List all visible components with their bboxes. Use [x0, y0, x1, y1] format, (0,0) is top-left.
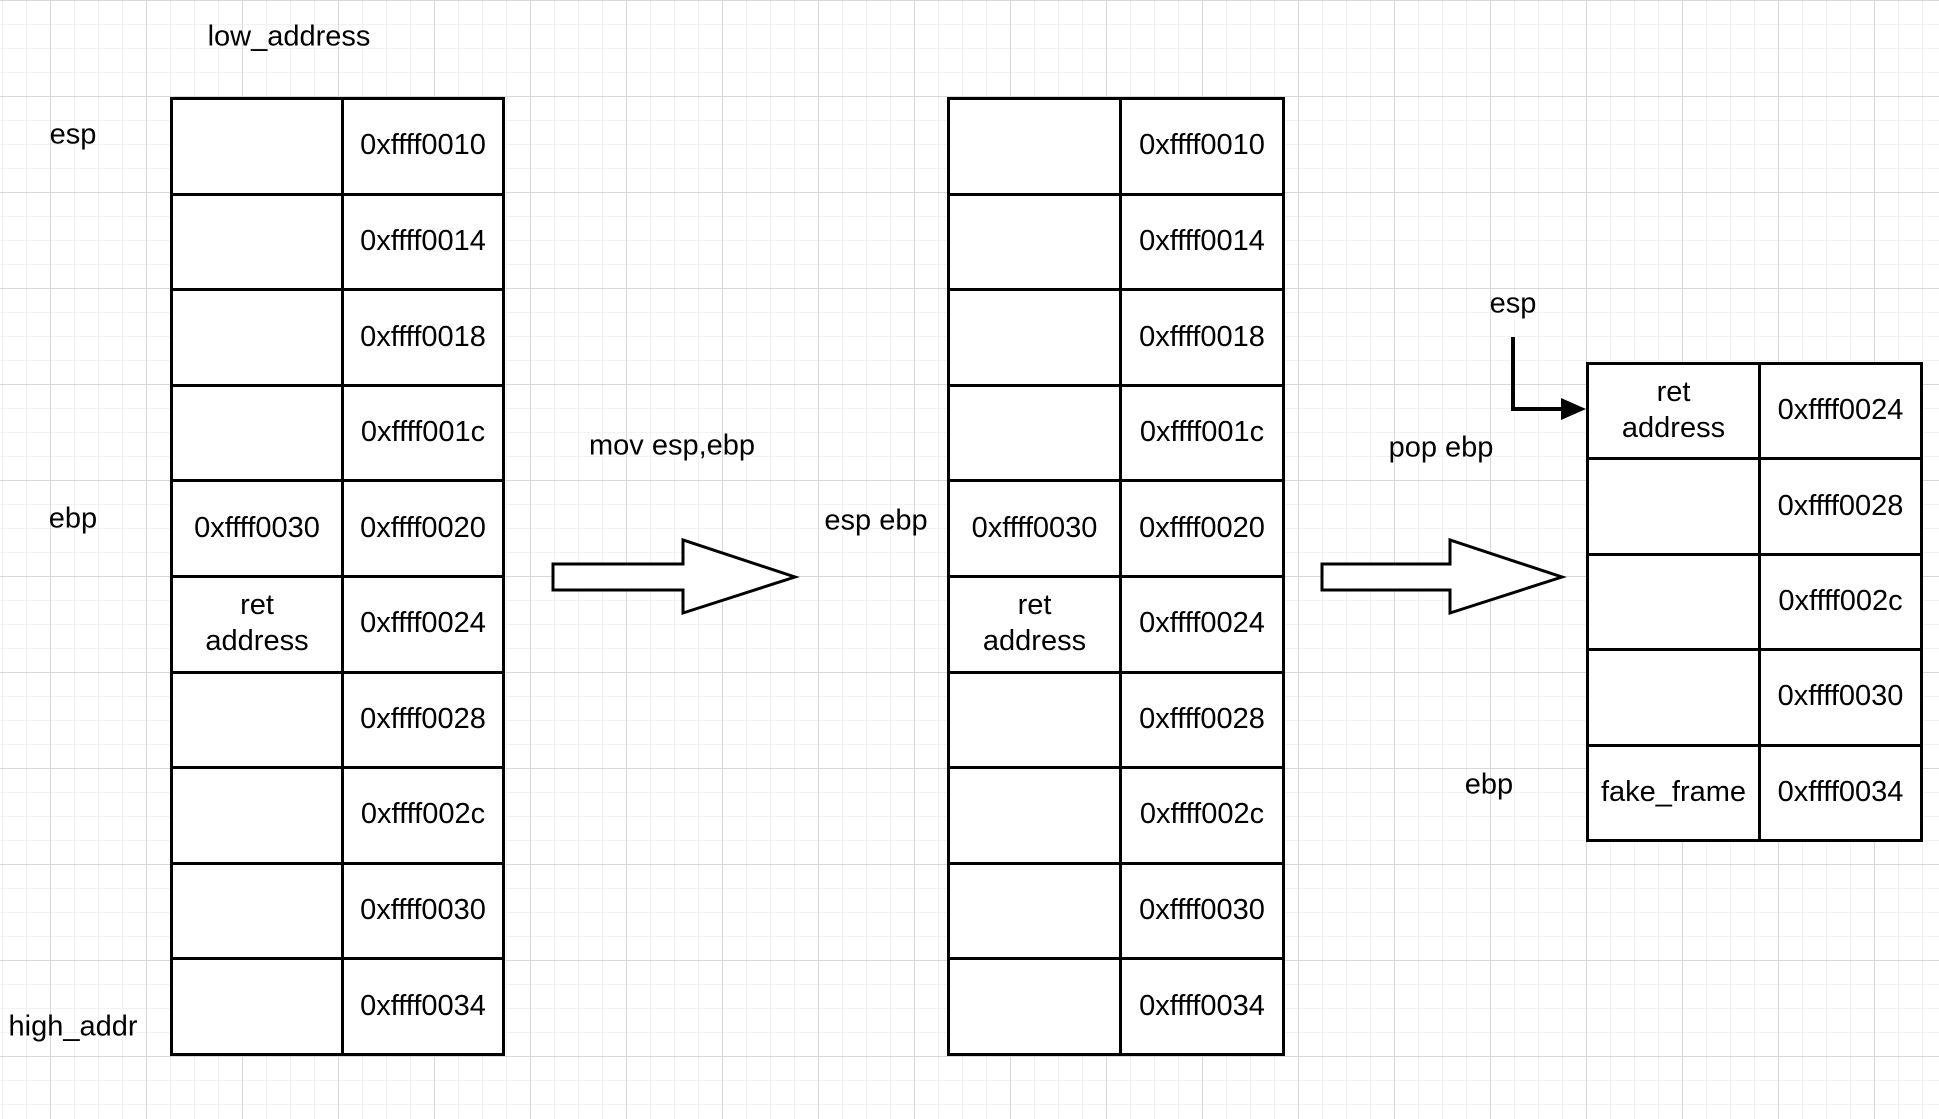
- stack-row: 0xffff002c: [1589, 552, 1920, 649]
- stack-cell-value: [173, 769, 341, 862]
- stack-cell-value: [950, 291, 1119, 384]
- stack-row: 0xffff001c: [173, 383, 502, 480]
- stack-row: 0xffff0030 0xffff0020: [950, 479, 1282, 575]
- stack-cell-value: [950, 769, 1119, 862]
- stack-cell-address: 0xffff002c: [1119, 769, 1282, 862]
- stack-cell-value: [950, 100, 1119, 193]
- mov-arrow-icon: [551, 537, 800, 616]
- stack-cell-address: 0xffff0034: [341, 960, 502, 1053]
- stack-row: ret address 0xffff0024: [173, 574, 502, 671]
- ebp-register-label-left: ebp: [48, 502, 98, 535]
- stack-cell-address: 0xffff0018: [1119, 291, 1282, 384]
- stack-row: 0xffff0030: [950, 861, 1282, 958]
- stack-cell-value: ret address: [1621, 376, 1726, 445]
- stack-cell-address: 0xffff0010: [1119, 100, 1282, 193]
- stack-cell-value: [1589, 556, 1758, 648]
- mov-instruction-label: mov esp,ebp: [588, 429, 756, 462]
- stack-row: ret address 0xffff0024: [950, 574, 1282, 671]
- stack-cell-value: [173, 960, 341, 1053]
- stack-row: 0xffff0018: [173, 288, 502, 384]
- stack-table-initial: 0xffff0010 0xffff0014 0xffff0018 0xffff0…: [170, 97, 505, 1056]
- stack-cell-address: 0xffff0028: [1119, 673, 1282, 767]
- stack-cell-value: [950, 196, 1119, 289]
- stack-row: 0xffff0034: [950, 957, 1282, 1053]
- stack-cell-address: 0xffff002c: [341, 769, 502, 862]
- stack-cell-value: [173, 196, 341, 289]
- stack-cell-address: 0xffff0034: [1758, 746, 1920, 840]
- stack-cell-value: [173, 387, 341, 480]
- stack-cell-address: 0xffff001c: [341, 386, 502, 480]
- stack-cell-address: 0xffff0030: [1758, 651, 1920, 744]
- stack-row: 0xffff0028: [173, 670, 502, 767]
- stack-row: fake_frame 0xffff0034: [1589, 743, 1920, 840]
- stack-row: 0xffff0014: [950, 192, 1282, 289]
- stack-cell-value: [950, 674, 1119, 767]
- stack-cell-value: 0xffff0030: [194, 511, 320, 544]
- stack-cell-address: 0xffff0030: [1119, 864, 1282, 958]
- stack-table-after-mov: 0xffff0010 0xffff0014 0xffff0018 0xffff0…: [947, 97, 1285, 1056]
- esp-ebp-registers-label: esp ebp: [824, 504, 928, 537]
- stack-cell-value: [173, 674, 341, 767]
- stack-row: 0xffff0030: [1589, 648, 1920, 744]
- stack-cell-value: fake_frame: [1600, 775, 1747, 808]
- esp-register-label-left: esp: [49, 118, 97, 151]
- stack-cell-value: [950, 387, 1119, 480]
- stack-cell-address: 0xffff0014: [1119, 195, 1282, 289]
- stack-cell-value: [950, 865, 1119, 958]
- stack-table-after-pop: ret address 0xffff0024 0xffff0028 0xffff…: [1586, 362, 1923, 842]
- stack-row: 0xffff0030 0xffff0020: [173, 479, 502, 575]
- high-addr-label: high_addr: [8, 1010, 138, 1043]
- stack-cell-address: 0xffff0020: [1119, 482, 1282, 575]
- stack-cell-address: 0xffff001c: [1119, 386, 1282, 480]
- stack-cell-address: 0xffff0028: [1758, 460, 1920, 553]
- stack-cell-value: [950, 960, 1119, 1053]
- stack-cell-value: [173, 291, 341, 384]
- stack-cell-value: [173, 865, 341, 958]
- stack-row: ret address 0xffff0024: [1589, 365, 1920, 458]
- stack-cell-value: ret address: [982, 589, 1087, 658]
- low-address-label: low_address: [207, 20, 371, 53]
- stack-cell-address: 0xffff0028: [341, 673, 502, 767]
- stack-cell-value: [173, 100, 341, 193]
- stack-cell-address: 0xffff0024: [341, 577, 502, 671]
- stack-row: 0xffff002c: [173, 766, 502, 862]
- stack-cell-address: 0xffff0020: [341, 482, 502, 575]
- stack-cell-address: 0xffff0010: [341, 100, 502, 193]
- stack-cell-value: ret address: [205, 589, 309, 658]
- stack-row: 0xffff0018: [950, 288, 1282, 384]
- stack-cell-value: 0xffff0030: [971, 511, 1098, 544]
- stack-row: 0xffff0028: [950, 670, 1282, 767]
- stack-cell-value: [1589, 651, 1758, 743]
- stack-row: 0xffff0034: [173, 957, 502, 1053]
- esp-register-label-right: esp: [1489, 287, 1537, 320]
- stack-row: 0xffff0010: [950, 100, 1282, 193]
- stack-row: 0xffff0028: [1589, 457, 1920, 553]
- stack-row: 0xffff002c: [950, 766, 1282, 862]
- esp-pointer-arrow-icon: [1511, 337, 1586, 420]
- stack-cell-address: 0xffff0030: [341, 864, 502, 958]
- stack-row: 0xffff0030: [173, 861, 502, 958]
- stack-cell-address: 0xffff0018: [341, 291, 502, 384]
- stack-cell-value: [1589, 460, 1758, 552]
- pop-instruction-label: pop ebp: [1388, 431, 1494, 464]
- stack-cell-address: 0xffff0034: [1119, 960, 1282, 1053]
- stack-row: 0xffff0014: [173, 192, 502, 289]
- stack-cell-address: 0xffff0024: [1758, 365, 1920, 458]
- stack-cell-address: 0xffff0024: [1119, 577, 1282, 671]
- ebp-register-label-right: ebp: [1464, 768, 1514, 801]
- pop-arrow-icon: [1320, 537, 1567, 616]
- stack-row: 0xffff001c: [950, 383, 1282, 480]
- stack-cell-address: 0xffff002c: [1758, 555, 1920, 649]
- stack-cell-address: 0xffff0014: [341, 195, 502, 289]
- stack-row: 0xffff0010: [173, 100, 502, 193]
